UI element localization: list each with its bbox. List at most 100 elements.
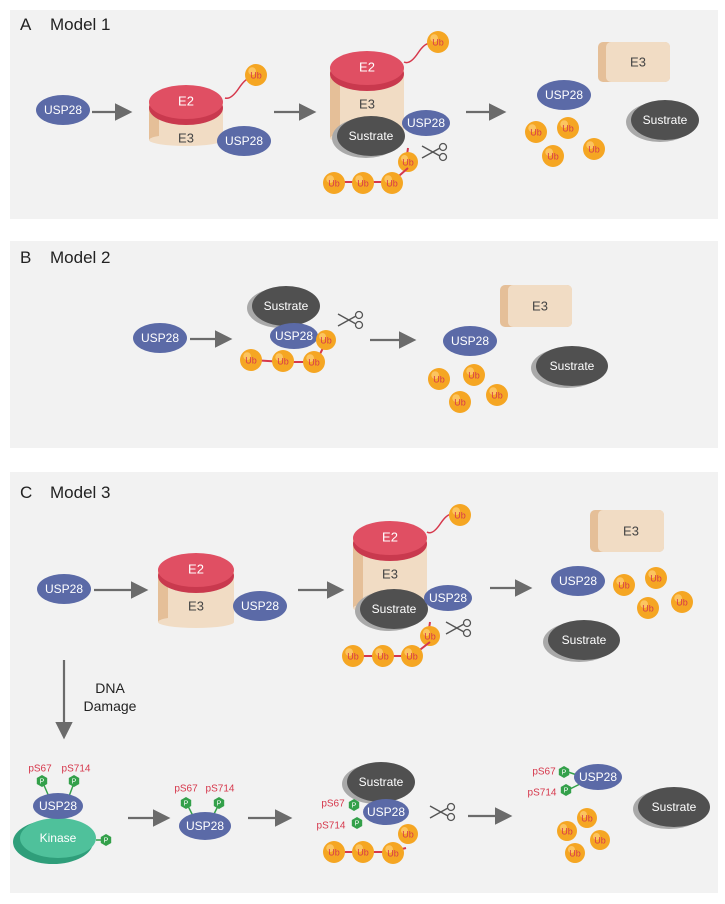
ub-label: Ub [642, 603, 654, 613]
ub-ball: Ub [645, 567, 667, 589]
e3-label: E3 [178, 130, 194, 145]
ub-highlight [385, 845, 393, 854]
ub-ball: Ub [245, 64, 267, 86]
ub-highlight [545, 148, 554, 156]
ub-ball: Ub [323, 841, 345, 863]
ps714-label: pS714 [206, 784, 235, 795]
ub-highlight [375, 648, 383, 657]
kinase-label: Kinase [40, 831, 77, 845]
usp28-shape [551, 566, 605, 596]
ub-label: Ub [562, 123, 574, 133]
ub-ball: Ub [272, 350, 294, 372]
ps67-label: pS67 [174, 784, 198, 795]
substrate-shape [252, 286, 320, 326]
ub-highlight [674, 594, 683, 603]
e3-block-face [606, 42, 670, 82]
usp28-protein: USP28 [270, 323, 318, 349]
phospho-label: P [355, 820, 360, 827]
ub-label: Ub [569, 848, 581, 858]
usp28-shape [133, 323, 187, 353]
phospho-group: P [36, 775, 48, 787]
ub-ball: Ub [420, 626, 440, 646]
panel-b-letter: B [20, 248, 31, 267]
ub-ball: Ub [398, 824, 418, 844]
ub-label: Ub [547, 151, 559, 161]
phospho-group: P [68, 775, 80, 787]
ub-label: Ub [387, 848, 399, 858]
phospho-group: P [348, 799, 360, 811]
phospho-group: P [558, 766, 570, 778]
ub-label: Ub [245, 355, 257, 365]
ub-label: Ub [357, 178, 369, 188]
kinase-shape [20, 818, 96, 858]
scissors-blade [429, 805, 449, 817]
e3-body-side [353, 538, 363, 608]
ub-highlight [275, 353, 283, 361]
ub-ball: Ub [463, 364, 485, 386]
ub-highlight [560, 824, 567, 831]
ub-ball: Ub [303, 351, 325, 373]
ub-ball: Ub [637, 597, 659, 619]
ub-highlight [431, 371, 439, 379]
ub-highlight [560, 120, 569, 128]
e2-top [353, 521, 427, 555]
panel-b-title: Model 2 [50, 248, 110, 267]
ub-label: Ub [433, 374, 445, 384]
ub-chain-link [334, 167, 409, 183]
ub-label: Ub [308, 357, 320, 367]
usp28-protein: USP28 [537, 80, 591, 110]
usp28-label: USP28 [429, 591, 467, 605]
usp28-protein: USP28 [179, 812, 231, 840]
panel-a-title: Model 1 [50, 15, 110, 34]
ub-ball: Ub [449, 504, 471, 526]
usp28-protein: USP28 [363, 799, 409, 825]
substrate-shape [638, 787, 710, 827]
e3-label: E3 [532, 298, 548, 313]
ub-highlight [345, 648, 353, 657]
ub-label: Ub [676, 597, 688, 607]
substrate-shape [536, 346, 608, 386]
ub-label: Ub [320, 335, 332, 345]
usp28-label: USP28 [186, 819, 224, 833]
scissors-handle [462, 618, 472, 628]
usp28-protein: USP28 [36, 95, 90, 125]
scissors-icon [421, 142, 448, 162]
ub-ball: Ub [486, 384, 508, 406]
substrate-protein: Sustrate [626, 100, 699, 142]
ub-ball: Ub [671, 591, 693, 613]
e3-block-face [508, 285, 572, 327]
e2-label: E2 [359, 59, 375, 74]
ub-label: Ub [468, 370, 480, 380]
ub-label: Ub [561, 826, 573, 836]
ub-ball: Ub [372, 645, 394, 667]
ub-ball: Ub [525, 121, 547, 143]
phospho-hexagon [36, 775, 48, 787]
substrate-shape [548, 620, 620, 660]
phospho-group: P [560, 784, 572, 796]
ub-ball: Ub [613, 574, 635, 596]
ub-ball: Ub [240, 349, 262, 371]
usp28-shape [37, 574, 91, 604]
phospho-hexagon [213, 797, 225, 809]
ub-highlight [586, 141, 595, 149]
ub-label: Ub [424, 631, 436, 641]
dna-damage-label-line2: Damage [84, 698, 137, 714]
phospho-label: P [562, 769, 567, 776]
substrate-protein: Sustrate [633, 787, 710, 829]
substrate-label: Sustrate [264, 299, 309, 313]
ub-ball: Ub [590, 830, 610, 850]
usp28-label: USP28 [579, 770, 617, 784]
ub-highlight [452, 507, 460, 515]
ub-label: Ub [491, 390, 503, 400]
ub-label: Ub [347, 651, 359, 661]
ub-ball: Ub [342, 645, 364, 667]
ps67-label: pS67 [321, 799, 345, 810]
ub-highlight [306, 354, 314, 362]
e3-body-side [158, 570, 168, 622]
phospho-hexagon [560, 784, 572, 796]
ub-label: Ub [581, 813, 593, 823]
usp28-label: USP28 [241, 599, 279, 613]
